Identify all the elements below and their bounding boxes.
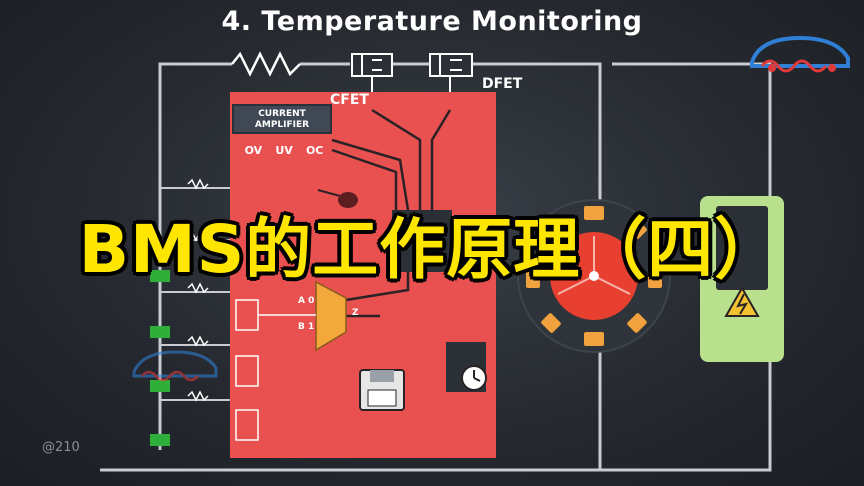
mux-output: Z bbox=[352, 308, 359, 318]
thermistor-icon bbox=[317, 189, 358, 208]
dfet-transistor bbox=[429, 53, 473, 92]
cfet-transistor bbox=[351, 53, 393, 92]
cfet-label: CFET bbox=[330, 92, 369, 108]
mux-input-1: B 1 bbox=[298, 322, 315, 332]
logo-watermark-left bbox=[132, 350, 218, 382]
page-title: 4. Temperature Monitoring bbox=[221, 6, 643, 37]
shunt-resistor bbox=[231, 51, 301, 77]
protection-flags: OV UV OC bbox=[238, 140, 330, 160]
charger bbox=[700, 196, 784, 362]
ov-flag: OV bbox=[244, 143, 263, 157]
dfet-label: DFET bbox=[482, 76, 523, 92]
oc-flag: OC bbox=[305, 143, 324, 157]
current-amplifier: CURRENT AMPLIFIER bbox=[232, 104, 332, 134]
mux-input-0: A 0 bbox=[298, 296, 315, 306]
multiplexer bbox=[315, 280, 347, 352]
watermark-text: @210 bbox=[42, 440, 80, 455]
logo-car-icon bbox=[750, 35, 850, 73]
cell-taps bbox=[150, 178, 230, 446]
uv-flag: UV bbox=[275, 143, 293, 157]
floppy-disk-icon bbox=[359, 369, 405, 411]
lightning-warning-icon bbox=[724, 285, 760, 317]
motor bbox=[517, 199, 671, 353]
video-caption: BMS的工作原理（四） bbox=[78, 211, 782, 288]
mcu-chip bbox=[392, 210, 452, 272]
clock-icon bbox=[461, 365, 487, 391]
balancing-fets bbox=[235, 299, 316, 441]
